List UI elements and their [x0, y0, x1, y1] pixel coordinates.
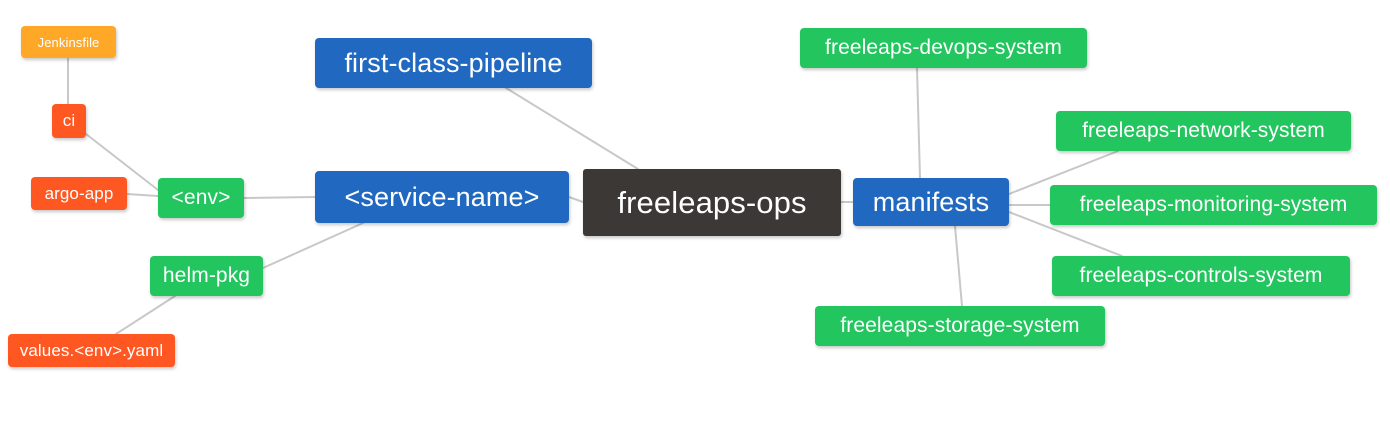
node-argo-app[interactable]: argo-app — [31, 177, 127, 210]
node-label: freeleaps-ops — [617, 184, 807, 220]
node-label: values.<env>.yaml — [19, 340, 164, 360]
node-freeleaps-monitoring-system[interactable]: freeleaps-monitoring-system — [1050, 185, 1377, 225]
edge-manifests-to-freeleaps-storage-system — [954, 225, 963, 307]
node-service-name[interactable]: <service-name> — [315, 171, 569, 223]
node-helm-pkg[interactable]: helm-pkg — [150, 256, 263, 296]
edge-manifests-to-freeleaps-devops-system — [916, 67, 921, 179]
edge-env-to-argo-app — [126, 193, 159, 197]
node-label: <env> — [171, 186, 231, 209]
node-label: helm-pkg — [162, 264, 251, 287]
node-label: <service-name> — [344, 181, 540, 212]
node-freeleaps-devops-system[interactable]: freeleaps-devops-system — [800, 28, 1087, 68]
edge-service-name-to-helm-pkg — [262, 222, 364, 269]
node-label: freeleaps-controls-system — [1079, 264, 1323, 287]
node-freeleaps-controls-system[interactable]: freeleaps-controls-system — [1052, 256, 1350, 296]
node-jenkinsfile[interactable]: Jenkinsfile — [21, 26, 116, 58]
node-values-env-yaml[interactable]: values.<env>.yaml — [8, 334, 175, 367]
edge-freeleaps-ops-to-first-class-pipeline — [505, 87, 639, 170]
node-first-class-pipeline[interactable]: first-class-pipeline — [315, 38, 592, 88]
node-manifests[interactable]: manifests — [853, 178, 1009, 226]
edge-helm-pkg-to-values-env-yaml — [115, 295, 176, 335]
edge-freeleaps-ops-to-service-name — [568, 196, 584, 203]
node-label: Jenkinsfile — [37, 34, 100, 50]
node-label: manifests — [872, 186, 990, 217]
node-ci[interactable]: ci — [52, 104, 86, 138]
node-freeleaps-network-system[interactable]: freeleaps-network-system — [1056, 111, 1351, 151]
node-label: ci — [62, 111, 76, 130]
node-freeleaps-storage-system[interactable]: freeleaps-storage-system — [815, 306, 1105, 346]
edge-service-name-to-env — [243, 196, 316, 199]
node-label: freeleaps-network-system — [1082, 119, 1325, 142]
node-label: freeleaps-storage-system — [840, 314, 1080, 337]
node-env[interactable]: <env> — [158, 178, 244, 218]
node-label: freeleaps-monitoring-system — [1079, 193, 1348, 216]
node-freeleaps-ops[interactable]: freeleaps-ops — [583, 169, 841, 236]
node-label: freeleaps-devops-system — [825, 36, 1062, 59]
node-label: argo-app — [44, 183, 114, 203]
node-label: first-class-pipeline — [344, 47, 563, 78]
